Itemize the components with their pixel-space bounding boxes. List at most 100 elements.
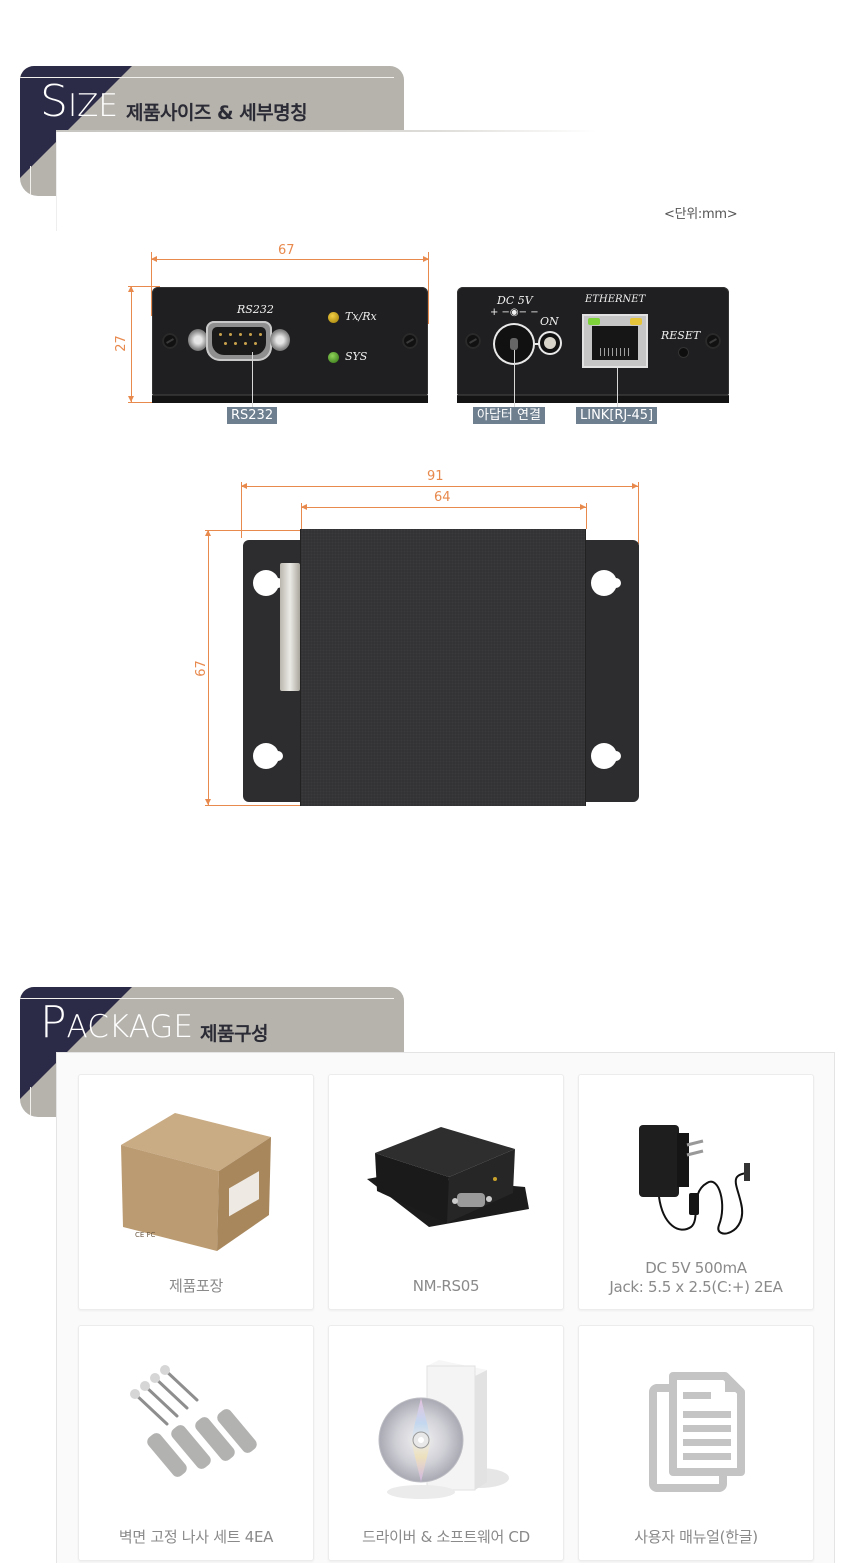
extension-line	[205, 805, 300, 806]
package-item-screws: 벽면 고정 나사 세트 4EA	[78, 1325, 314, 1561]
callout-adapter: 아답터 연결	[473, 407, 545, 424]
sys-led-icon	[328, 352, 339, 363]
section-title: PACKAGE	[40, 1001, 193, 1049]
panel-label-ethernet: ETHERNET	[585, 294, 646, 305]
hex-nut-icon	[270, 329, 290, 351]
size-panel-rule	[56, 130, 596, 132]
db9-insert	[212, 327, 266, 355]
rj45-port	[582, 314, 648, 368]
arrow-up-icon	[128, 286, 134, 292]
screw-icon	[162, 333, 178, 349]
extension-line	[241, 482, 242, 538]
package-item-cd: 드라이버 & 소프트웨어 CD	[328, 1325, 564, 1561]
callout-leader	[617, 368, 618, 408]
panel-label-sys: SYS	[345, 350, 368, 363]
caption-line-2: Jack: 5.5 x 2.5(C:+) 2EA	[609, 1278, 783, 1296]
package-item-box: CE FC 제품포장	[78, 1074, 314, 1310]
pin	[229, 333, 232, 336]
activity-led-icon	[630, 318, 642, 325]
dimension-label-height: 27	[113, 335, 129, 352]
arrow-right-icon	[423, 256, 429, 262]
title-initial: S	[40, 76, 68, 127]
arrow-right-icon	[632, 483, 638, 489]
panel-label-dc5v: DC 5V	[497, 294, 533, 307]
dimension-label-width: 67	[278, 243, 295, 258]
db9-connector	[188, 321, 290, 361]
item-caption: 사용자 매뉴얼(한글)	[634, 1528, 758, 1546]
item-caption: 제품포장	[168, 1277, 223, 1295]
hex-nut-icon	[188, 329, 208, 351]
keyhole-icon	[591, 743, 621, 769]
caption-line-1: DC 5V 500mA	[645, 1259, 747, 1277]
item-caption: DC 5V 500mA Jack: 5.5 x 2.5(C:+) 2EA	[579, 1259, 813, 1297]
item-caption: 드라이버 & 소프트웨어 CD	[362, 1528, 530, 1546]
dimension-line-height	[131, 286, 132, 402]
size-content-panel	[56, 131, 596, 231]
dimension-line-body-width	[301, 507, 586, 508]
keyhole-icon	[253, 570, 283, 596]
link-led-icon	[588, 318, 600, 325]
db9-shell	[206, 321, 272, 361]
extension-line	[151, 252, 152, 316]
panel-label-reset: RESET	[661, 329, 701, 342]
item-caption: 벽면 고정 나사 세트 4EA	[118, 1528, 274, 1546]
extension-line	[586, 503, 587, 529]
header-rule-left	[30, 1087, 31, 1117]
cd-icon	[329, 1326, 563, 1506]
package-item-adapter: DC 5V 500mA Jack: 5.5 x 2.5(C:+) 2EA	[578, 1074, 814, 1310]
item-caption: NM-RS05	[412, 1277, 480, 1295]
power-adapter-icon	[579, 1075, 813, 1255]
power-led-icon	[540, 333, 560, 353]
arrow-right-icon	[580, 504, 586, 510]
header-rule-top	[20, 998, 394, 999]
keyhole-icon	[591, 570, 621, 596]
callout-rs232: RS232	[227, 407, 278, 424]
extension-line	[128, 402, 160, 403]
pin	[254, 342, 257, 345]
txrx-led-icon	[328, 312, 339, 323]
connector-line	[535, 343, 541, 345]
screws-icon	[79, 1326, 313, 1506]
extension-line	[428, 252, 429, 324]
rj45-socket	[592, 326, 638, 360]
svg-text:CE FC: CE FC	[135, 1231, 156, 1239]
device-rear-panel: DC 5V + −◉− − ON ETHERNET RESET	[457, 287, 729, 403]
extension-line	[128, 286, 160, 287]
dimension-label-depth: 67	[193, 660, 209, 677]
panel-label-on: ON	[540, 315, 559, 328]
panel-rail	[457, 395, 729, 403]
keyhole-icon	[253, 743, 283, 769]
pin	[244, 342, 247, 345]
arrow-down-icon	[205, 799, 211, 805]
reset-button	[679, 348, 688, 357]
package-item-device: NM-RS05	[328, 1074, 564, 1310]
extension-line	[301, 503, 302, 529]
device-body-top	[300, 529, 586, 806]
dimension-line-depth	[208, 530, 209, 805]
screw-icon	[402, 333, 418, 349]
title-initial: P	[40, 997, 67, 1048]
pin	[224, 342, 227, 345]
device-icon	[329, 1075, 563, 1255]
box-icon: CE FC	[79, 1075, 313, 1255]
extension-line	[205, 530, 300, 531]
arrow-up-icon	[205, 530, 211, 536]
section-subtitle: 제품사이즈 & 세부명칭	[126, 102, 308, 124]
document-icon	[579, 1326, 813, 1506]
package-grid: CE FC 제품포장 NM-RS05	[56, 1052, 835, 1563]
header-rule-left	[30, 166, 31, 196]
dimension-label-overall-width: 91	[427, 469, 444, 484]
callout-leader	[252, 352, 253, 408]
pin	[259, 333, 262, 336]
title-rest: IZE	[67, 88, 118, 124]
polarity-symbol: + −◉− −	[490, 307, 539, 318]
arrow-left-icon	[301, 504, 307, 510]
pin	[239, 333, 242, 336]
screw-icon	[465, 333, 481, 349]
unit-note: <단위:mm>	[664, 207, 738, 222]
pin	[234, 342, 237, 345]
section-subtitle: 제품구성	[200, 1023, 268, 1045]
db9-connector-side	[280, 563, 300, 691]
section-title: SIZE	[40, 80, 118, 128]
panel-label-rs232: RS232	[237, 303, 274, 316]
